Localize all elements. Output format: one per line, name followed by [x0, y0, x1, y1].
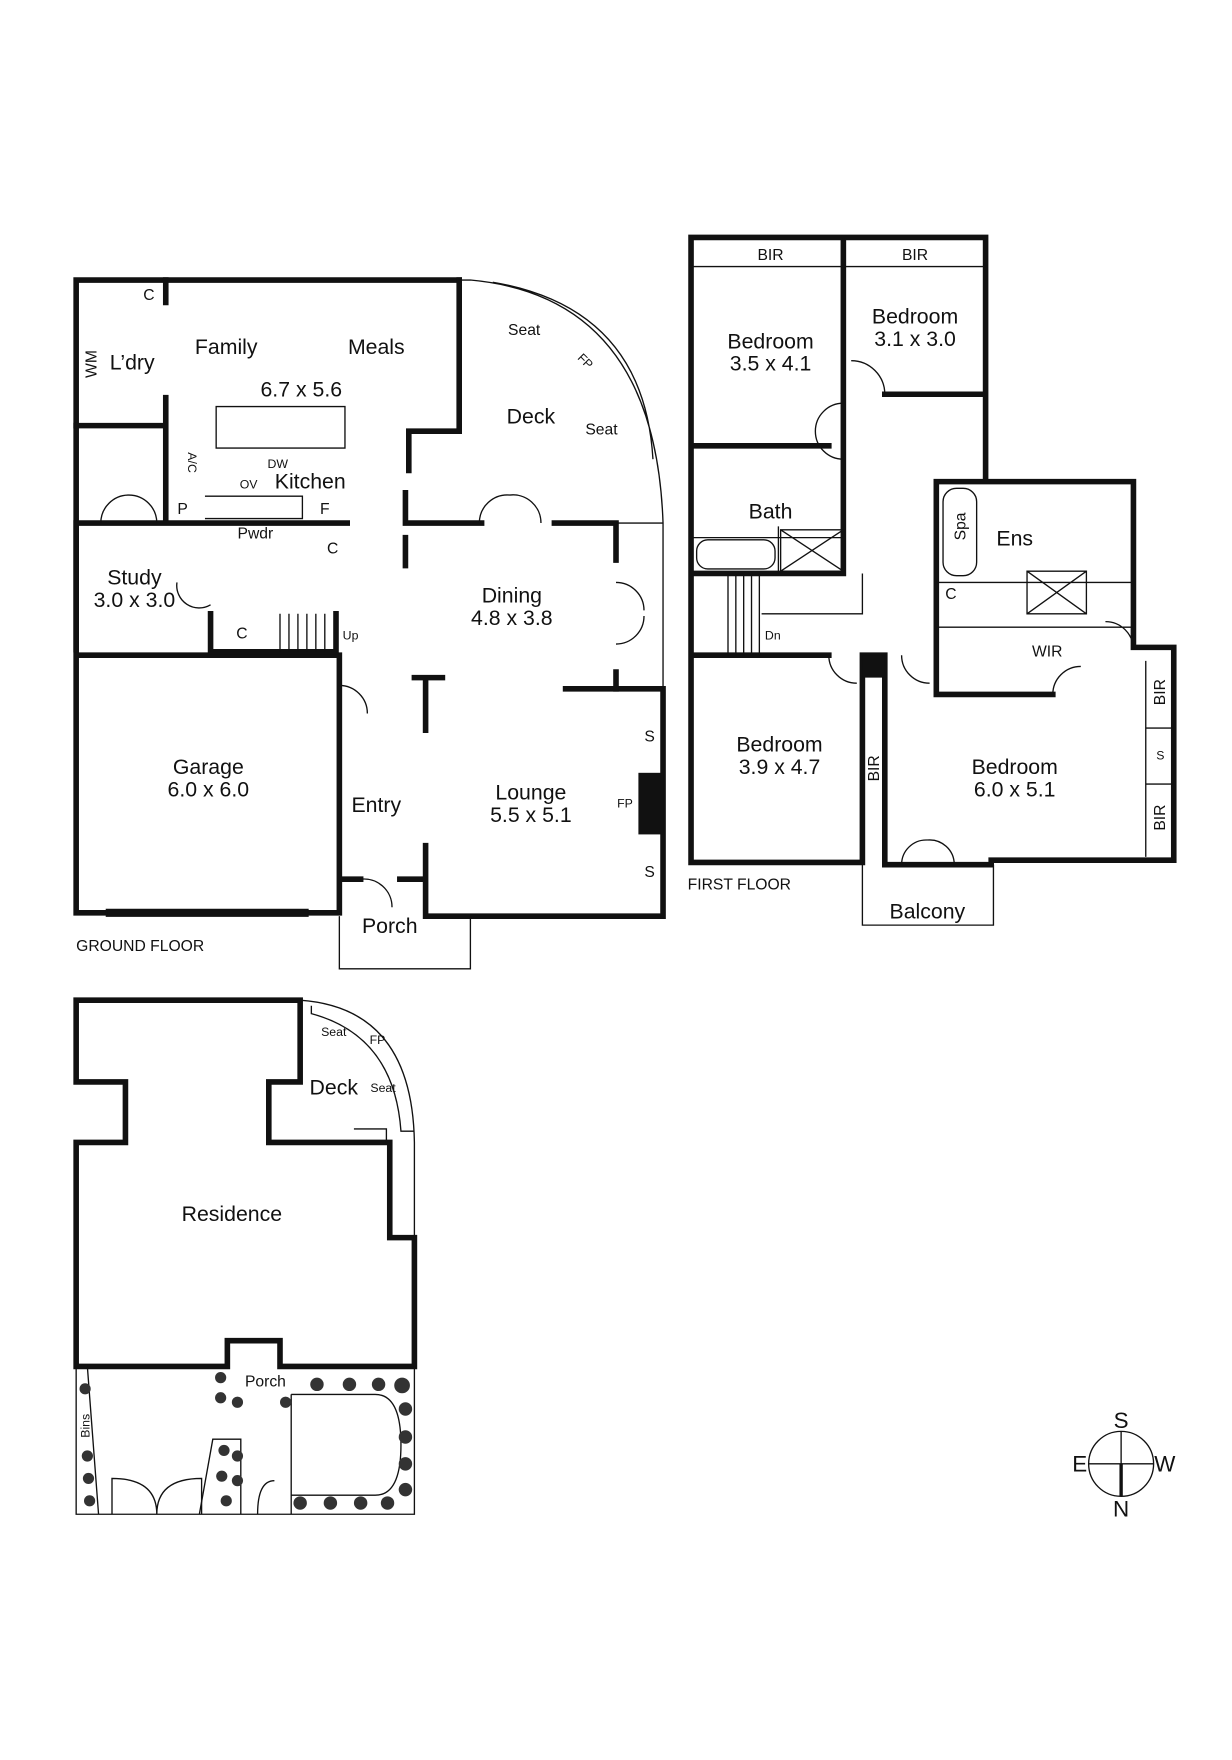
- room-garage: Garage: [173, 755, 244, 779]
- residence-deck: [300, 999, 416, 1238]
- residence-seat-2: Seat: [370, 1081, 396, 1095]
- compass-west: W: [1154, 1452, 1176, 1477]
- bedroom-1-dims: 3.5 x 4.1: [730, 352, 812, 376]
- compass-north: N: [1113, 1496, 1129, 1521]
- lounge-store-1: S: [644, 728, 654, 745]
- bir-2: BIR: [902, 247, 928, 264]
- room-deck: Deck: [507, 404, 556, 428]
- bir-1: BIR: [757, 247, 783, 264]
- bir-5: BIR: [1152, 805, 1169, 831]
- fireplace-icon: [638, 772, 664, 835]
- compass-south: S: [1114, 1408, 1129, 1433]
- compass-east: E: [1072, 1452, 1087, 1477]
- residence-fireplace: FP: [370, 1033, 386, 1047]
- residence-seat-1: Seat: [321, 1025, 347, 1039]
- room-study: Study: [107, 566, 162, 590]
- room-wir: WIR: [1032, 643, 1062, 660]
- residence-plan: Residence Deck Seat FP Seat Porch Bins: [73, 997, 418, 1515]
- room-dining: Dining: [482, 584, 542, 608]
- ground-floor-label: GROUND FLOOR: [76, 938, 204, 955]
- pantry-label: P: [177, 501, 187, 518]
- garage-dims: 6.0 x 6.0: [168, 777, 250, 801]
- shower-icon: [779, 529, 1088, 615]
- lounge-store-2: S: [644, 864, 654, 881]
- room-ensuite: Ens: [996, 526, 1033, 550]
- bir-4: BIR: [1152, 679, 1169, 705]
- room-bedroom-3: Bedroom: [736, 733, 822, 757]
- residence-walls: [73, 997, 418, 1370]
- room-bedroom-2: Bedroom: [872, 305, 958, 329]
- lounge-fireplace: FP: [617, 797, 633, 811]
- stair-cupboard: C: [236, 625, 247, 642]
- dishwasher-label: DW: [268, 457, 289, 471]
- ensuite-cupboard: C: [945, 586, 956, 603]
- bedroom-2-dims: 3.1 x 3.0: [874, 327, 956, 351]
- residence-porch: Porch: [245, 1374, 286, 1391]
- room-entry: Entry: [351, 793, 401, 817]
- entry-partition: [411, 674, 446, 734]
- washing-machine-label: WM: [83, 350, 100, 378]
- bins-label: Bins: [79, 1414, 93, 1438]
- spa-label: Spa: [952, 512, 969, 540]
- family-dims: 6.7 x 5.6: [260, 377, 342, 401]
- bedroom-store: S: [1156, 748, 1164, 762]
- ground-outer-walls: [73, 277, 666, 919]
- room-lounge: Lounge: [495, 781, 566, 805]
- first-inner-lines: [691, 237, 1174, 857]
- residence-deck-label: Deck: [310, 1075, 359, 1099]
- aircon-label: A/C: [185, 452, 199, 473]
- pillar: [862, 655, 885, 678]
- room-porch: Porch: [362, 914, 418, 938]
- deck-curve: [459, 279, 664, 689]
- deck-fireplace: FP: [575, 351, 596, 372]
- bir-3: BIR: [866, 755, 883, 781]
- dining-dims: 4.8 x 3.8: [471, 606, 553, 630]
- fridge-label: F: [320, 501, 330, 518]
- room-family: Family: [195, 335, 258, 359]
- spa-icon: [942, 487, 978, 577]
- study-doors: [100, 494, 645, 908]
- bathtub-icon: [695, 539, 776, 570]
- lounge-dims: 5.5 x 5.1: [490, 803, 572, 827]
- stairs-up-label: Up: [343, 629, 359, 643]
- first-floor: BIR BIR Bedroom 3.5 x 4.1 Bedroom 3.1 x …: [688, 234, 1177, 926]
- laundry-cupboard: C: [143, 287, 154, 304]
- stairs-down-label: Dn: [765, 629, 781, 643]
- room-bath: Bath: [749, 500, 793, 524]
- room-balcony: Balcony: [890, 899, 966, 923]
- balcony-outline: [861, 864, 995, 926]
- deck-seat-2: Seat: [585, 422, 618, 439]
- room-residence: Residence: [182, 1202, 282, 1226]
- bedroom-3-dims: 3.9 x 4.7: [739, 755, 821, 779]
- stairs: [279, 613, 326, 652]
- first-doors: [814, 359, 1135, 865]
- room-bedroom-4: Bedroom: [972, 755, 1058, 779]
- study-dims: 3.0 x 3.0: [94, 588, 176, 612]
- bedroom-4-dims: 6.0 x 5.1: [974, 777, 1056, 801]
- room-meals: Meals: [348, 335, 405, 359]
- ground-inner-walls: [73, 277, 619, 692]
- room-laundry: L’dry: [110, 351, 155, 375]
- compass-icon: S E W N: [1072, 1408, 1176, 1521]
- garden-gates: [111, 1477, 275, 1515]
- room-powder: Pwdr: [238, 526, 274, 543]
- first-floor-label: FIRST FLOOR: [688, 876, 791, 893]
- room-bedroom-1: Bedroom: [727, 329, 813, 353]
- deck-seat-1: Seat: [508, 322, 541, 339]
- room-kitchen: Kitchen: [275, 469, 346, 493]
- window-garage: [105, 908, 309, 917]
- garden-shrubs: [79, 1372, 413, 1510]
- ground-floor: Family Meals 6.7 x 5.6 L’dry WM C Kitche…: [73, 277, 666, 970]
- powder-cupboard: C: [327, 540, 338, 557]
- garden-outline: [75, 1366, 416, 1515]
- oven-label: OV: [240, 477, 259, 491]
- kitchen-island: [204, 405, 346, 520]
- porch-outline: [338, 916, 472, 970]
